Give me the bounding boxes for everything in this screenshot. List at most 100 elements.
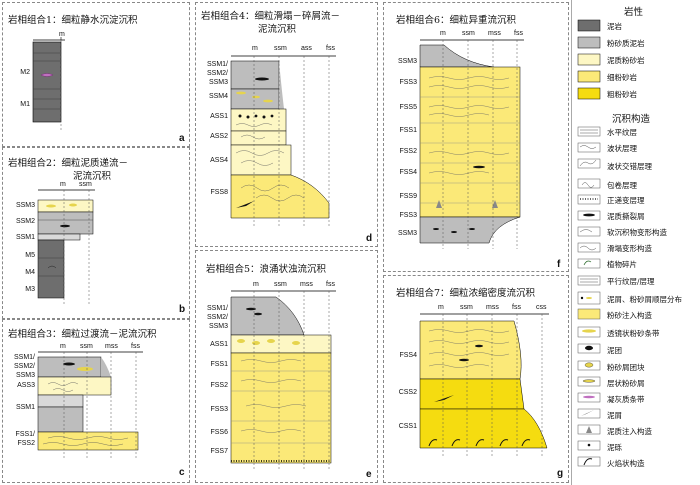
unit-label: FSS6 — [210, 429, 228, 436]
column-a — [32, 37, 65, 131]
axis-label: m — [253, 281, 259, 288]
unit-label: SSM2/ — [13, 363, 35, 370]
axis-label: mss — [486, 304, 499, 311]
unit-label: SSM3 — [15, 202, 35, 209]
legend-lithology-item: 泥质粉砂岩 — [607, 56, 645, 65]
unit-label: SSM2 — [15, 218, 35, 225]
unit-label: ASS3 — [17, 382, 35, 389]
legend-structure-item: 滑塌变形构造 — [607, 244, 652, 253]
axis-label: ssm — [80, 343, 93, 350]
axis-label: mss — [488, 30, 501, 37]
panel-letter: f — [557, 259, 561, 270]
unit-label: SSM1 — [15, 234, 35, 241]
axis-label: m — [60, 181, 66, 188]
unit-label: FSS9 — [399, 193, 417, 200]
panel-title: 岩相组合7：细粒浓缩密度流沉积 — [396, 288, 536, 299]
legend-structure-item: 粉砂注入构造 — [607, 311, 652, 320]
panel-e: 岩相组合5：浪涌状浊流沉积 m ssm mss fss SSM1/ SSM2/ … — [195, 250, 378, 483]
unit-label: ASS1 — [210, 113, 228, 120]
column-f — [419, 39, 524, 249]
column-d — [230, 55, 336, 228]
panel-g: 岩相组合7：细粒浓缩密度流沉积 m ssm mss fss css FSS4 C… — [383, 275, 569, 483]
legend-structure-item: 正递变层理 — [607, 196, 645, 205]
axis-label: m — [59, 31, 65, 38]
panel-title-line2: 泥流沉积 — [258, 24, 297, 35]
axis-label: fss — [326, 45, 335, 52]
axis-label: ssm — [79, 181, 92, 188]
unit-label: SSM3 — [397, 230, 417, 237]
legend-structure-item: 波状交错层理 — [607, 162, 652, 171]
unit-label: FSS1 — [399, 127, 417, 134]
legend-structure-item: 植物碎片 — [607, 260, 637, 269]
column-b — [37, 189, 95, 304]
column-e — [230, 290, 336, 469]
unit-label: SSM1/ — [206, 61, 228, 68]
unit-label: SSM1/ — [13, 354, 35, 361]
axis-label: fss — [514, 30, 523, 37]
unit-label: SSM3 — [208, 323, 228, 330]
panel-title: 岩相组合6：细粒异重流沉积 — [396, 15, 517, 26]
panel-title-line1: 岩相组合4：细粒滑塌－碎屑流－ — [201, 11, 341, 22]
panel-letter: e — [366, 469, 372, 480]
legend-structure-item: 包卷层理 — [607, 181, 637, 190]
unit-label: ASS2 — [210, 133, 228, 140]
unit-label: FSS2 — [210, 382, 228, 389]
panel-f: 岩相组合6：细粒异重流沉积 m ssm mss fss SSM3 FSS3 FS… — [383, 2, 569, 272]
unit-label: FSS1 — [210, 361, 228, 368]
unit-label: M4 — [25, 269, 35, 276]
legend-structure-item: 泥屑 — [607, 411, 622, 420]
panel-title: 岩相组合1：细粒静水沉淀沉积 — [8, 15, 138, 26]
panel-title: 岩相组合5：浪涌状浊流沉积 — [206, 264, 327, 275]
legend: 岩性 — [571, 0, 700, 485]
legend-structure-item: 粉砂屑团块 — [607, 363, 645, 372]
panel-title-line2: 泥流沉积 — [73, 171, 112, 182]
panel-letter: g — [557, 468, 564, 479]
unit-label: FSS2 — [17, 440, 35, 447]
legend-structure-item: 透镜状粉砂条带 — [607, 329, 660, 338]
panel-letter: a — [179, 133, 185, 144]
panel-title: 岩相组合3：细粒过渡流－泥流沉积 — [8, 329, 157, 340]
legend-structure-item: 层状粉砂屑 — [607, 379, 645, 388]
legend-swatches — [577, 19, 601, 467]
legend-structure-title: 沉积构造 — [612, 114, 651, 125]
axis-label: fss — [512, 304, 521, 311]
axis-label: css — [536, 304, 547, 311]
panel-letter: d — [366, 233, 373, 244]
unit-label: FSS5 — [399, 104, 417, 111]
axis-label: ssm — [274, 45, 287, 52]
unit-label: FSS8 — [210, 189, 228, 196]
legend-structure-item: 火焰状构造 — [607, 459, 645, 468]
unit-label: SSM3 — [15, 372, 35, 379]
unit-label: ASS4 — [210, 157, 228, 164]
axis-label: mss — [105, 343, 118, 350]
unit-label: SSM3 — [397, 58, 417, 65]
unit-label: SSM3 — [208, 79, 228, 86]
panel-a: 岩相组合1：细粒静水沉淀沉积 m M2 M1 a — [2, 2, 190, 147]
axis-label: m — [440, 30, 446, 37]
axis-label: fss — [131, 343, 140, 350]
unit-label: FSS3 — [399, 212, 417, 219]
unit-label: SSM1/ — [206, 305, 228, 312]
legend-lithology-title: 岩性 — [624, 7, 644, 18]
axis-label: ssm — [460, 304, 473, 311]
legend-structure-item: 泥团 — [607, 346, 622, 355]
legend-structure-item: 波状层理 — [607, 144, 637, 153]
axis-label: ssm — [462, 30, 475, 37]
axis-label: fss — [326, 281, 335, 288]
unit-label: FSS2 — [399, 148, 417, 155]
axis-label: m — [438, 304, 444, 311]
axis-label: ssm — [274, 281, 287, 288]
legend-structure-item: 泥砾 — [607, 443, 622, 452]
legend-lithology-item: 粗粉砂岩 — [607, 90, 637, 99]
legend-structure-item: 凝灰质条带 — [607, 395, 645, 404]
axis-label: mss — [300, 281, 313, 288]
legend-structure-item: 泥质撕裂屑 — [607, 212, 645, 221]
unit-label: M1 — [20, 101, 30, 108]
unit-label: SSM2/ — [206, 70, 228, 77]
axis-label: ass — [301, 45, 312, 52]
legend-structure-item: 泥质注入构造 — [607, 427, 652, 436]
unit-label: CSS1 — [398, 423, 417, 430]
unit-label: CSS2 — [398, 389, 417, 396]
unit-label: FSS3 — [399, 79, 417, 86]
unit-label: FSS3 — [210, 406, 228, 413]
